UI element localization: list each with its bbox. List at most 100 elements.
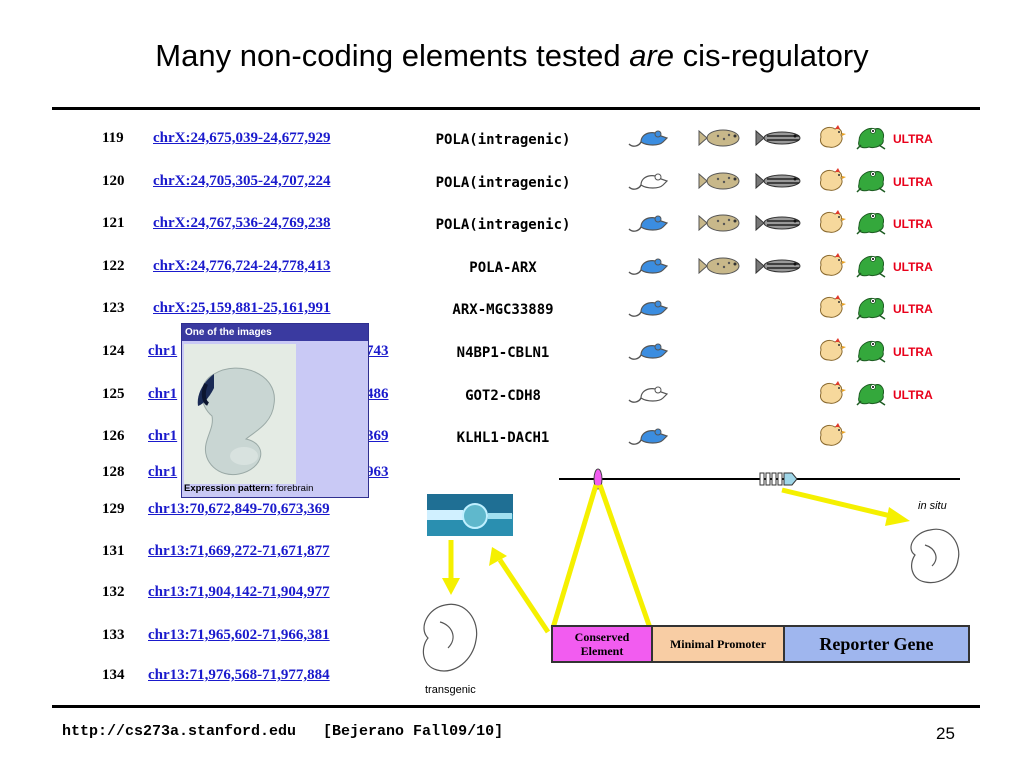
- mouse-icon: [627, 424, 671, 453]
- gene-label: POLA(intragenic): [435, 217, 571, 233]
- row-number: 123: [102, 300, 125, 316]
- coordinate-link-start[interactable]: chr1: [148, 428, 178, 444]
- coordinate-link[interactable]: chr13:70,672,849-70,673,369: [148, 501, 330, 517]
- frog-icon: [855, 123, 887, 156]
- coordinate-link-end[interactable]: 369: [366, 428, 389, 444]
- ultra-badge: ULTRA: [893, 217, 933, 231]
- coordinate-link-end[interactable]: 743: [366, 343, 389, 359]
- gene-label: GOT2-CDH8: [465, 388, 541, 404]
- coordinate-link[interactable]: chr13:71,976,568-71,977,884: [148, 667, 330, 683]
- insitu-label: in situ: [918, 500, 947, 512]
- frog-icon: [855, 379, 887, 412]
- row-number: 121: [102, 215, 125, 231]
- pufferfish-icon: [697, 126, 749, 155]
- popup-footer: Expression pattern: forebrain: [184, 483, 313, 494]
- conserved-element-label: Conserved Element: [574, 630, 630, 658]
- row-number: 131: [102, 543, 125, 559]
- gene-label: KLHL1-DACH1: [456, 430, 550, 446]
- mouse-icon: [627, 126, 671, 155]
- title-text-post: cis-regulatory: [674, 38, 869, 73]
- minimal-promoter-box: Minimal Promoter: [651, 625, 785, 663]
- mouse-icon: [627, 169, 671, 198]
- zebrafish-icon: [755, 126, 807, 155]
- title-text-emphasis: are: [629, 38, 674, 73]
- arrow-to-insitu: [781, 487, 896, 520]
- coordinate-link[interactable]: chr13:71,904,142-71,904,977: [148, 584, 330, 600]
- coordinate-link-start[interactable]: chr1: [148, 464, 178, 480]
- coordinate-link[interactable]: chr13:71,965,602-71,966,381: [148, 627, 330, 643]
- gene-label: POLA(intragenic): [435, 132, 571, 148]
- mouse-icon: [627, 254, 671, 283]
- page-number: 25: [936, 724, 955, 743]
- ultra-badge: ULTRA: [893, 345, 933, 359]
- gene-label: POLA-ARX: [469, 260, 537, 276]
- injection-image: [427, 494, 513, 536]
- pufferfish-icon: [697, 169, 749, 198]
- pufferfish-icon: [697, 211, 749, 240]
- gene-label: ARX-MGC33889: [452, 302, 554, 318]
- image-popup: One of the images Expression pattern: fo…: [181, 323, 369, 498]
- ultra-badge: ULTRA: [893, 175, 933, 189]
- zebrafish-icon: [755, 211, 807, 240]
- row-number: 124: [102, 343, 125, 359]
- gene-label: N4BP1-CBLN1: [456, 345, 550, 361]
- transgenic-embryo-icon: [422, 603, 478, 672]
- coordinate-link-start[interactable]: chr1: [148, 386, 178, 402]
- chicken-icon: [815, 336, 847, 369]
- frog-icon: [855, 166, 887, 199]
- coordinate-link[interactable]: chr13:71,669,272-71,671,877: [148, 543, 330, 559]
- ultra-badge: ULTRA: [893, 260, 933, 274]
- mouse-icon: [627, 382, 671, 411]
- coordinate-link[interactable]: chrX:24,776,724-24,778,413: [153, 258, 331, 274]
- footer-url: http://cs273a.stanford.edu [Bejerano Fal…: [62, 723, 504, 740]
- arrow-head-transgenic: [442, 578, 460, 595]
- chicken-icon: [815, 251, 847, 284]
- coordinate-link[interactable]: chrX:25,159,881-25,161,991: [153, 300, 331, 316]
- coordinate-link-start[interactable]: chr1: [148, 343, 178, 359]
- popup-footer-value: forebrain: [275, 483, 314, 494]
- coordinate-link[interactable]: chrX:24,675,039-24,677,929: [153, 130, 331, 146]
- row-number: 122: [102, 258, 125, 274]
- transgenic-label: transgenic: [425, 684, 476, 696]
- coordinate-link[interactable]: chrX:24,767,536-24,769,238: [153, 215, 331, 231]
- insitu-embryo-icon: [910, 528, 960, 584]
- row-number: 133: [102, 627, 125, 643]
- ultra-badge: ULTRA: [893, 132, 933, 146]
- chicken-icon: [815, 166, 847, 199]
- gene-label: POLA(intragenic): [435, 175, 571, 191]
- top-divider: [52, 107, 980, 110]
- coordinate-link-end[interactable]: 486: [366, 386, 389, 402]
- zebrafish-icon: [755, 169, 807, 198]
- chicken-icon: [815, 208, 847, 241]
- reporter-gene-label: Reporter Gene: [819, 633, 934, 654]
- chicken-icon: [815, 379, 847, 412]
- ultra-badge: ULTRA: [893, 302, 933, 316]
- row-number: 126: [102, 428, 125, 444]
- gene-exons-icon: [759, 472, 798, 486]
- reporter-gene-box: Reporter Gene: [783, 625, 970, 663]
- zebrafish-icon: [755, 254, 807, 283]
- frog-icon: [855, 293, 887, 326]
- conserved-element-box: Conserved Element: [551, 625, 653, 663]
- row-number: 132: [102, 584, 125, 600]
- mouse-icon: [627, 339, 671, 368]
- coordinate-link[interactable]: chrX:24,705,305-24,707,224: [153, 173, 331, 189]
- chicken-icon: [815, 293, 847, 326]
- zoom-line-right: [597, 484, 653, 629]
- zoom-line-left: [550, 484, 599, 629]
- arrow-head-insitu: [885, 507, 910, 526]
- embryo-image: [184, 344, 296, 484]
- popup-footer-label: Expression pattern:: [184, 483, 274, 494]
- arrow-head-injection: [489, 547, 507, 566]
- chicken-icon: [815, 421, 847, 454]
- row-number: 129: [102, 501, 125, 517]
- frog-icon: [855, 208, 887, 241]
- coordinate-link-end[interactable]: 963: [366, 464, 389, 480]
- popup-header: One of the images: [182, 324, 368, 341]
- row-number: 120: [102, 173, 125, 189]
- mouse-icon: [627, 296, 671, 325]
- frog-icon: [855, 336, 887, 369]
- minimal-promoter-label: Minimal Promoter: [669, 636, 767, 651]
- conserved-element-marker: [593, 468, 603, 490]
